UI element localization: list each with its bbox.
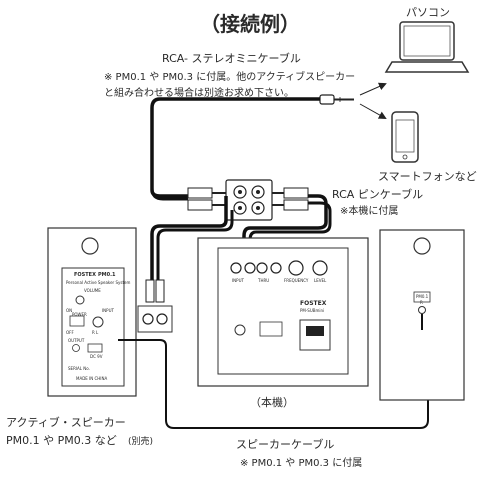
rca-stereo-mini-cable: [150, 97, 320, 198]
label-pc: パソコン: [406, 6, 450, 19]
left-panel-input: INPUT: [102, 308, 114, 313]
label-rca-stereo-mini-cable: RCA- ステレオミニケーブル: [162, 52, 301, 65]
stereo-mini-plug: [319, 94, 354, 105]
left-panel-power: POWER: [72, 312, 87, 317]
smartphone-icon: [391, 111, 419, 163]
rca-coupler-block: [225, 179, 273, 221]
left-panel-off: OFF: [66, 330, 74, 335]
left-panel-brand: FOSTEX: [74, 272, 96, 278]
label-rca-pin-cable: RCA ピンケーブル: [332, 188, 424, 201]
sub-panel-freq: FREQUENCY: [284, 278, 309, 283]
label-active-speaker: アクティブ・スピーカー: [6, 416, 126, 429]
label-active-speaker-models: PM0.1 や PM0.3 など: [6, 434, 117, 447]
left-panel-volume: VOLUME: [84, 288, 101, 293]
subwoofer-main-unit: [197, 237, 369, 387]
left-panel-output: OUTPUT: [68, 338, 85, 343]
rca-pin-cable: [242, 194, 328, 256]
left-speaker-rca-input: [137, 279, 173, 333]
label-rca-stereo-mini-note2: と組み合わせる場合は別途お求め下さい。: [104, 88, 294, 99]
label-rca-pin-cable-note: ※本機に付属: [340, 206, 399, 217]
arrow-to-phone: [359, 103, 387, 119]
rca-plugs-left: [187, 187, 226, 211]
arrow-to-pc: [359, 82, 387, 96]
left-active-speaker: [47, 227, 137, 397]
sub-panel-input: INPUT: [232, 278, 244, 283]
rca-cable-to-left-speaker: [150, 196, 228, 280]
right-speaker-tag: PM0.1: [416, 294, 429, 299]
label-speaker-cable-note: ※ PM0.1 や PM0.3 に付属: [240, 458, 363, 469]
left-panel-rl: R L: [92, 330, 99, 335]
left-panel-serial: SERIAL No.: [68, 366, 90, 371]
sub-panel-model: PM-SUBmini: [300, 308, 325, 313]
sub-panel-thru: THRU: [258, 278, 270, 283]
speaker-cable: [118, 320, 429, 429]
sub-panel-level: LEVEL: [314, 278, 327, 283]
left-panel-model: PM0.1: [98, 272, 116, 278]
page-title: （接続例）: [200, 12, 300, 36]
laptop-icon: [384, 21, 470, 73]
label-smartphone: スマートフォンなど: [378, 170, 477, 183]
left-panel-desc: Personal Active Speaker System: [66, 280, 131, 285]
left-panel-made: MADE IN CHINA: [76, 376, 108, 381]
sub-panel-brand: FOSTEX: [300, 300, 327, 307]
left-panel-dc: DC 9V: [90, 354, 103, 359]
label-main-unit: （本機）: [250, 396, 294, 409]
label-rca-stereo-mini-note1: ※ PM0.1 や PM0.3 に付属。他のアクティブスピーカー: [104, 72, 356, 83]
left-panel-on: ON: [66, 308, 73, 313]
right-speaker: [379, 229, 465, 401]
rca-plugs-right: [272, 187, 309, 211]
label-speaker-cable: スピーカーケーブル: [236, 438, 335, 451]
label-sold-separately: (別売): [128, 437, 154, 447]
right-speaker-tag2: R: [420, 300, 423, 305]
